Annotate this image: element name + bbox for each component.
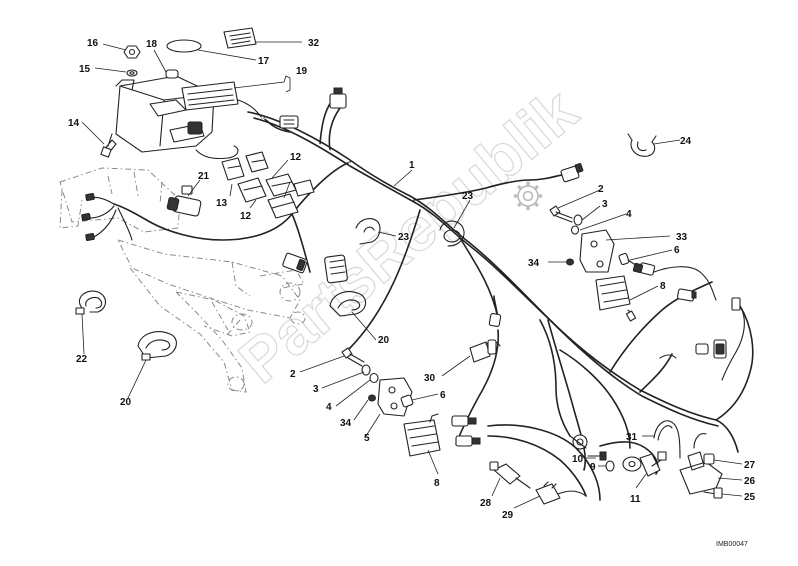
sensor-28: [489, 461, 531, 489]
callout-31: 31: [626, 432, 638, 443]
ecu-pigtail: [81, 145, 239, 241]
relay-8-lower: [403, 413, 441, 457]
washer-3-lower: [361, 364, 371, 376]
callout-4: 4: [626, 209, 632, 220]
callout-15: 15: [79, 64, 91, 75]
callout-11: 11: [630, 494, 641, 505]
hose-31: [653, 420, 681, 459]
callout-2: 2: [598, 184, 604, 195]
callout-8: 8: [660, 281, 666, 292]
relay-group: [221, 151, 315, 219]
screw-10: [587, 451, 607, 461]
callout-10: 10: [572, 454, 584, 465]
screw-27: [703, 453, 715, 465]
connector-21: [166, 185, 202, 217]
harness-connectors-left: [279, 87, 348, 284]
nut-34-top: [566, 258, 574, 266]
callout-24: 24: [680, 136, 692, 147]
clip-23: [355, 218, 381, 245]
ecu-pad: [166, 39, 202, 53]
callout-27: 27: [744, 460, 756, 471]
connector-6-top: [632, 262, 717, 301]
bolt-2-lower: [341, 347, 365, 367]
callout-13: 13: [216, 198, 228, 209]
clip-24: [627, 133, 657, 157]
callout-14: 14: [68, 118, 80, 129]
ecu-stud: [100, 133, 117, 158]
clip-20-left: [137, 331, 177, 361]
callout-26: 26: [744, 476, 756, 487]
connector-top-right: [560, 163, 584, 183]
callout-5: 5: [364, 433, 370, 444]
relay-8-top: [595, 275, 637, 322]
bolt-2-top: [549, 205, 573, 223]
callout-12: 12: [240, 211, 252, 222]
ecu-connector: [181, 81, 263, 119]
sensor-11: [639, 451, 667, 477]
leader-lines: [81, 41, 743, 509]
grommet-9: [622, 456, 642, 472]
connectors-lower: [451, 415, 588, 450]
clip-22: [75, 290, 107, 315]
callout-23: 23: [462, 191, 474, 202]
washer-4-lower: [369, 372, 379, 384]
sensor-29: [535, 481, 587, 505]
callout-28: 28: [480, 498, 492, 509]
connector-mid: [488, 312, 502, 328]
ecu-label: [223, 27, 257, 49]
callout-20: 20: [120, 397, 132, 408]
gear-icon: [513, 181, 543, 211]
callout-32: 32: [308, 38, 320, 49]
callout-3: 3: [602, 199, 608, 210]
callout-20: 20: [378, 335, 390, 346]
callout-34: 34: [528, 258, 540, 269]
ecu-grommet: [165, 69, 179, 79]
frame-outline: [59, 167, 306, 393]
washer-3-top: [573, 214, 583, 226]
main-harness: [113, 95, 754, 501]
washer-4-top: [570, 225, 580, 235]
callout-17: 17: [258, 56, 270, 67]
nut-34-lower: [368, 394, 376, 402]
washer-9: [605, 460, 615, 472]
callout-34: 34: [340, 418, 352, 429]
callout-6: 6: [674, 245, 680, 256]
ecu-nut: [123, 45, 141, 77]
callout-23: 23: [398, 232, 410, 243]
clip-20-center: [329, 291, 367, 317]
screw-6-top: [618, 252, 635, 266]
callout-12: 12: [290, 152, 302, 163]
sensor-26: [679, 433, 723, 495]
callout-6: 6: [440, 390, 446, 401]
clip-23-harness: [439, 220, 465, 247]
callout-25: 25: [744, 492, 756, 503]
callout-22: 22: [76, 354, 88, 365]
callout-19: 19: [296, 66, 308, 77]
callout-labels: 1 2 2 3 3 4 4 5 6 6 8 8 9 10 11 12 12 13…: [68, 38, 756, 521]
bracket-33: [579, 229, 615, 273]
callout-30: 30: [424, 373, 436, 384]
callout-18: 18: [146, 39, 158, 50]
callout-2: 2: [290, 369, 296, 380]
callout-3: 3: [313, 384, 319, 395]
callout-33: 33: [676, 232, 688, 243]
callout-8: 8: [434, 478, 440, 489]
callout-1: 1: [409, 160, 415, 171]
callout-9: 9: [590, 462, 596, 473]
sensor-30: [469, 339, 501, 363]
screw-25: [703, 487, 723, 499]
callout-21: 21: [198, 171, 210, 182]
callout-4: 4: [326, 402, 332, 413]
connectors-right: [659, 288, 745, 381]
drawing-code: IMB00047: [716, 541, 748, 548]
callout-16: 16: [87, 38, 99, 49]
callout-29: 29: [502, 510, 514, 521]
screw-6-lower: [400, 394, 414, 408]
